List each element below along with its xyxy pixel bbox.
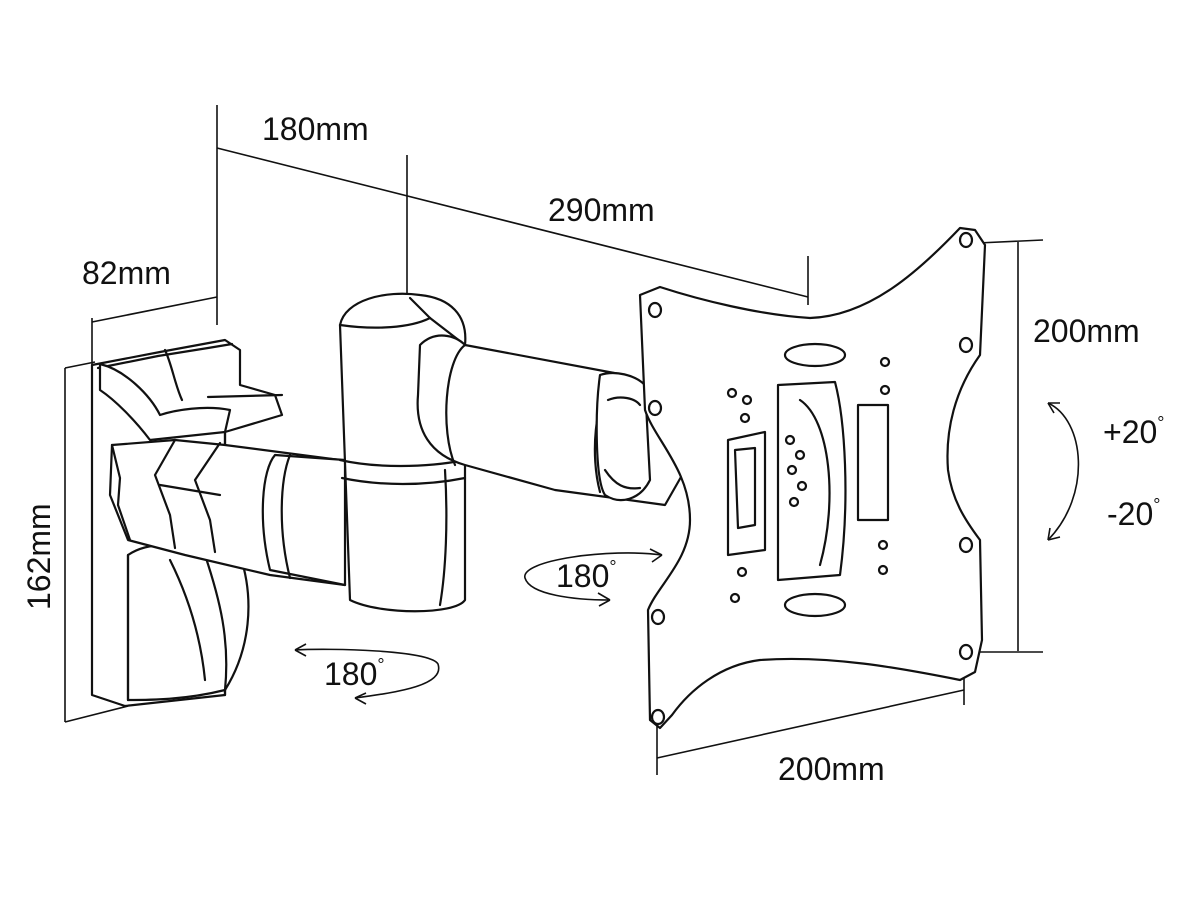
swivel-arm-label: 180° bbox=[556, 557, 617, 594]
arm-length-1-label: 180mm bbox=[262, 111, 369, 147]
vesa-horizontal-label: 200mm bbox=[778, 751, 885, 787]
dimension-labels: 180mm 290mm 82mm 200mm 200mm 162mm bbox=[21, 111, 1140, 787]
vesa-plate bbox=[638, 226, 987, 730]
wall-plate-depth-label: 82mm bbox=[82, 255, 171, 291]
vesa-vertical-label: 200mm bbox=[1033, 313, 1140, 349]
swivel-wall-label: 180° bbox=[324, 655, 385, 692]
upper-arm bbox=[416, 334, 687, 507]
dimension-lines bbox=[64, 105, 1044, 775]
wall-plate-height-label: 162mm bbox=[21, 503, 57, 610]
rotation-arrows bbox=[294, 402, 1080, 705]
tilt-down-label: -20° bbox=[1107, 495, 1160, 532]
tilt-up-label: +20° bbox=[1103, 413, 1164, 450]
arm-length-2-label: 290mm bbox=[548, 192, 655, 228]
rotation-labels: +20° -20° 180° 180° bbox=[324, 413, 1164, 692]
lower-arm bbox=[108, 438, 347, 587]
